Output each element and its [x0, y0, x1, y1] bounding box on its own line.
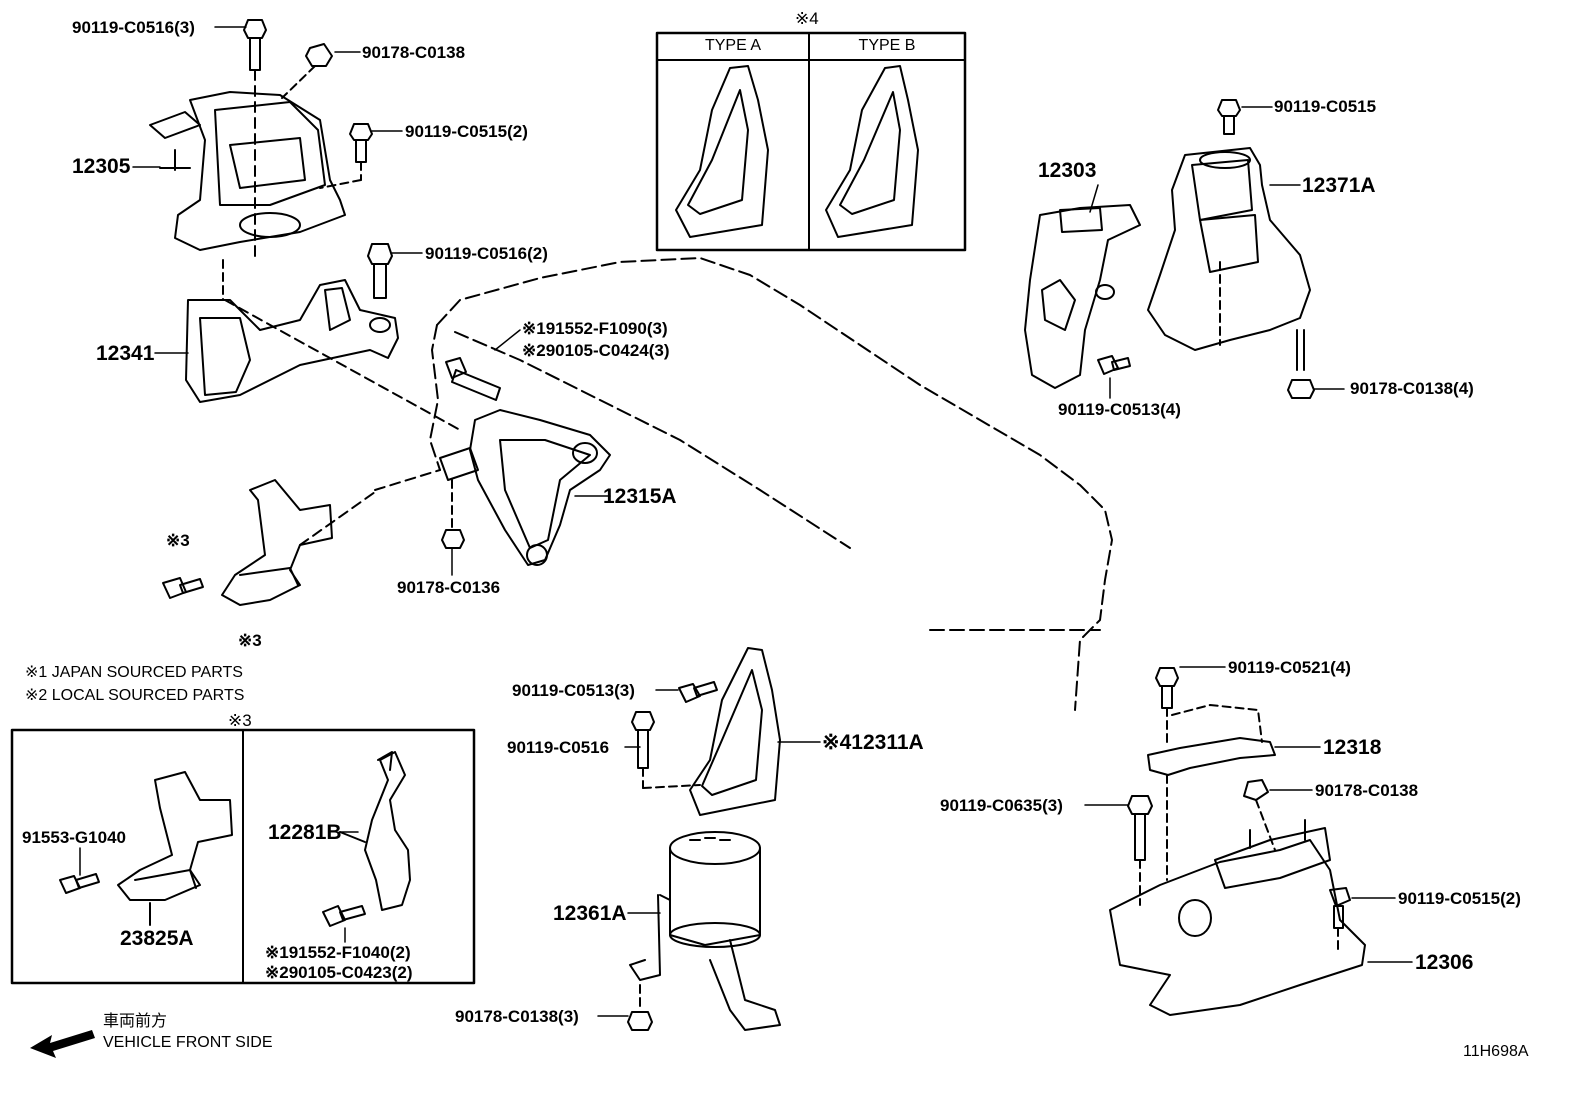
label-90119-C0515-2-right: 90119-C0515(2) [1398, 889, 1521, 908]
label-diagram-code: 11H698A [1463, 1043, 1529, 1060]
label-90119-C0516-3: 90119-C0516(3) [72, 18, 195, 37]
label-12306: 12306 [1415, 951, 1474, 974]
part-12311A [631, 647, 781, 816]
part-12371A [1147, 99, 1315, 399]
label-12305: 12305 [72, 155, 131, 178]
label-90119-C0515-2-top: 90119-C0515(2) [405, 122, 528, 141]
note-japan-sourced: ※1 JAPAN SOURCED PARTS [25, 664, 243, 681]
part-s3-bracket [162, 479, 376, 606]
part-12305 [149, 19, 373, 261]
label-front-jp: 車両前方 [103, 1013, 168, 1030]
label-90178-C0138-3: 90178-C0138(3) [455, 1007, 579, 1026]
s3-box [10, 728, 476, 985]
label-90119-C0516-2: 90119-C0516(2) [425, 244, 548, 263]
label-12371A: 12371A [1302, 174, 1376, 197]
label-90105-C0423: ※290105-C0423(2) [265, 963, 413, 982]
part-12341 [185, 243, 461, 431]
label-12311A: ※412311A [822, 731, 924, 754]
label-12303: 12303 [1038, 159, 1097, 182]
part-12306 [1109, 774, 1366, 1016]
part-12361A [627, 831, 781, 1031]
label-s4-box: ※4 [795, 9, 819, 28]
part-12303 [1024, 204, 1141, 389]
label-90178-C0136: 90178-C0136 [397, 578, 501, 597]
label-90119-C0515: 90119-C0515 [1274, 97, 1377, 116]
label-90119-C0635-3: 90119-C0635(3) [940, 796, 1063, 815]
part-12318 [1147, 667, 1276, 776]
label-90178-C0138-top: 90178-C0138 [362, 43, 466, 62]
label-90178-C0138-right: 90178-C0138 [1315, 781, 1419, 800]
label-12315A: 12315A [603, 485, 677, 508]
label-12281B: 12281B [268, 821, 342, 844]
label-90105-C0424: ※290105-C0424(3) [522, 341, 670, 360]
engine-inner-line [454, 331, 851, 549]
label-type-a: TYPE A [704, 37, 762, 54]
label-s3-box: ※3 [228, 711, 252, 730]
label-90119-C0513-4: 90119-C0513(4) [1058, 400, 1181, 419]
engine-front-edge [429, 324, 441, 471]
label-s3-b: ※3 [238, 631, 262, 650]
label-12341: 12341 [96, 342, 155, 365]
label-90119-C0521-4: 90119-C0521(4) [1228, 658, 1351, 677]
label-91552-F1040: ※191552-F1040(2) [265, 943, 411, 962]
label-23825A: 23825A [120, 927, 194, 950]
part-12315A [374, 357, 611, 566]
label-91553-G1040: 91553-G1040 [22, 828, 126, 847]
label-12361A: 12361A [553, 902, 627, 925]
label-vehicle-front-side: VEHICLE FRONT SIDE [103, 1034, 273, 1051]
label-90178-C0138-4: 90178-C0138(4) [1350, 379, 1474, 398]
type-box [655, 31, 967, 252]
label-90119-C0516: 90119-C0516 [507, 738, 610, 757]
leader-lines [79, 26, 1413, 1017]
label-90119-C0513-3: 90119-C0513(3) [512, 681, 635, 700]
front-arrow [30, 1030, 95, 1058]
label-91552-F1090: ※191552-F1090(3) [522, 319, 668, 338]
engine-outline [436, 257, 1113, 711]
note-local-sourced: ※2 LOCAL SOURCED PARTS [25, 687, 245, 704]
label-s3-a: ※3 [166, 531, 190, 550]
label-12318: 12318 [1323, 736, 1382, 759]
label-type-b: TYPE B [858, 37, 916, 54]
